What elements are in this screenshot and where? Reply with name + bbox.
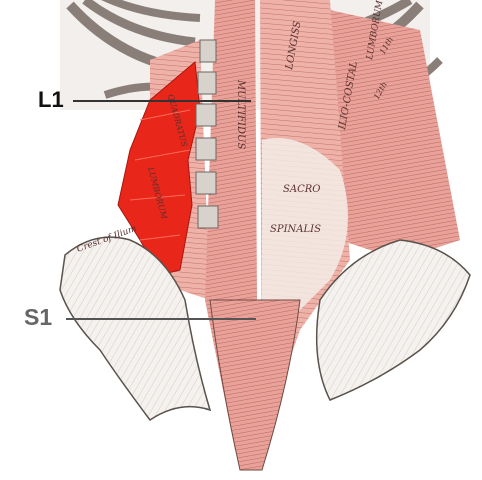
engraving-multifidus: MULTIFIDUS — [235, 79, 246, 149]
right-ilium — [315, 239, 471, 401]
engraving-sacro: SACRO — [283, 184, 320, 195]
s1-leader-line — [66, 318, 256, 320]
vertebral-column — [195, 39, 219, 229]
l1-label: L1 — [38, 87, 64, 112]
l1-leader-line — [73, 100, 251, 102]
left-ilium — [59, 236, 212, 422]
engraving-spinalis: SPINALIS — [270, 224, 321, 235]
sacrum — [209, 299, 301, 471]
s1-label: S1 — [24, 304, 53, 330]
right-muscle-mass — [330, 10, 460, 260]
